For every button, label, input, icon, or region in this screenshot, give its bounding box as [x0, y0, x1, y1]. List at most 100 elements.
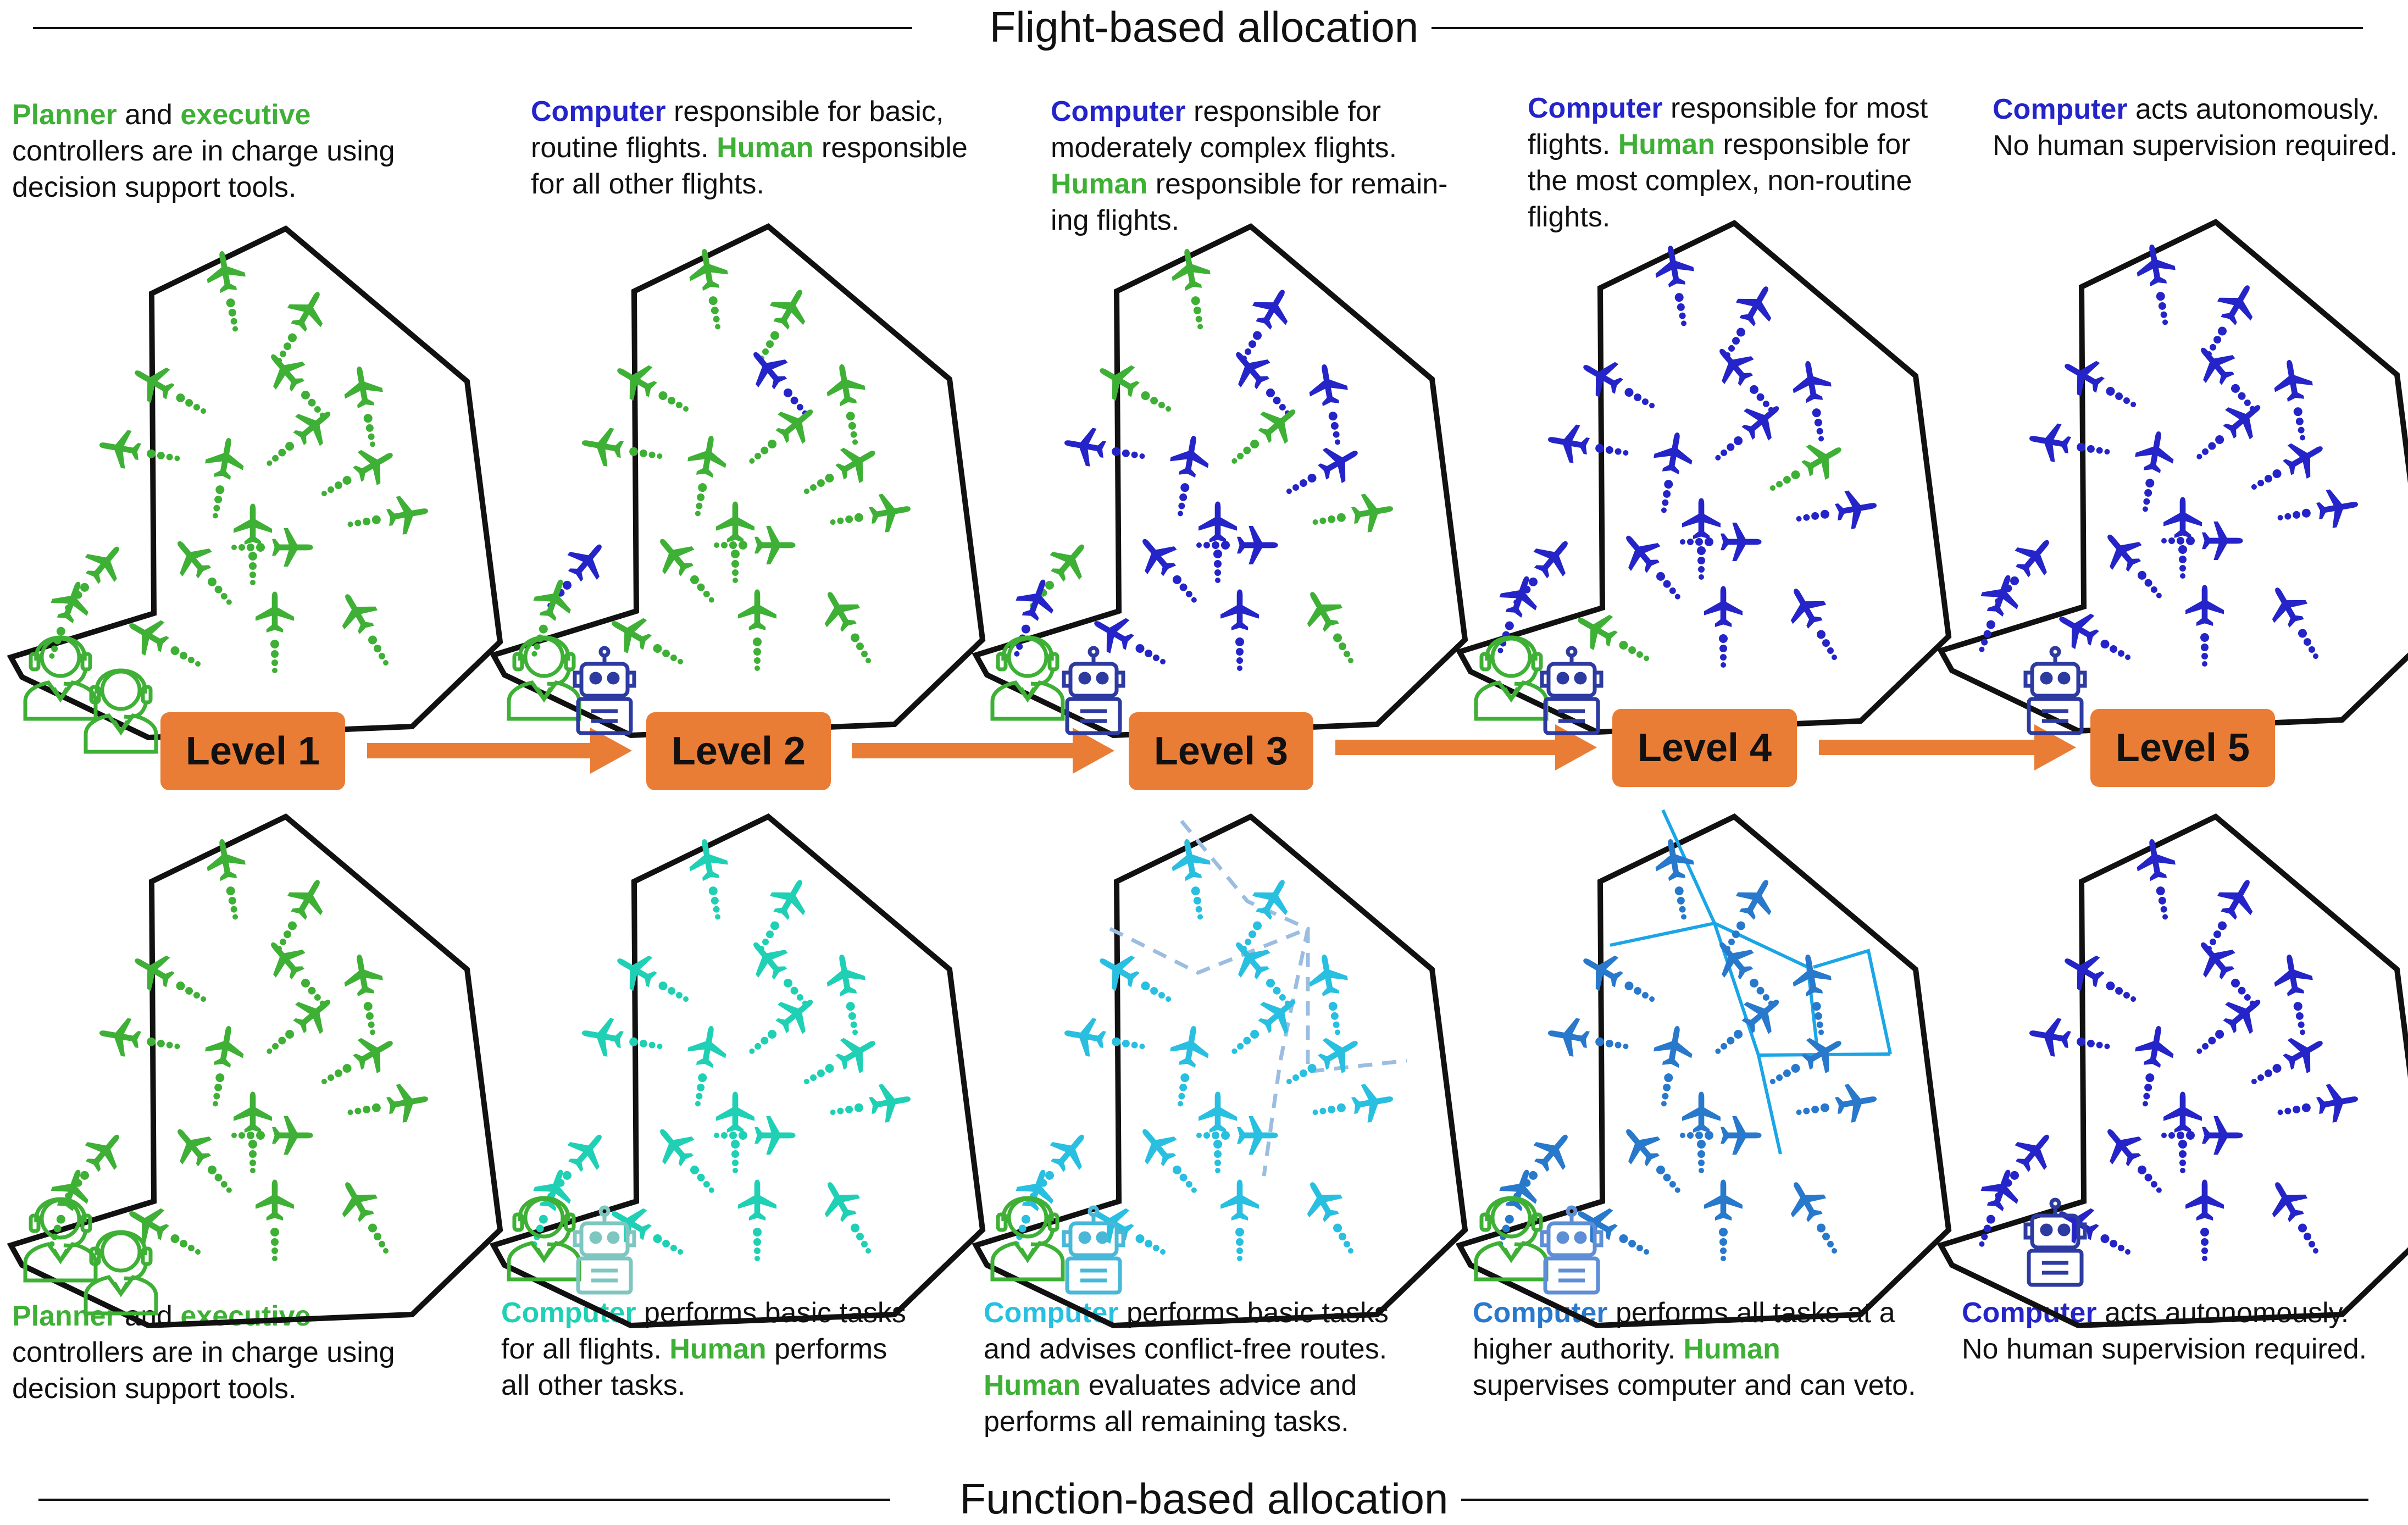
robot-icon-top-4	[1540, 646, 1604, 735]
top5-airplane-icon-4	[2187, 336, 2255, 412]
top3-airplane-icon-10	[1199, 501, 1237, 583]
header-rule-right	[1412, 27, 2363, 29]
bottom1-airplane-icon-9	[321, 1025, 402, 1084]
desc-text: performs all remaining tasks.	[984, 1406, 1349, 1438]
desc-line: routine flights. Human responsible	[531, 130, 1003, 166]
top1-airplane-icon-6	[96, 425, 180, 471]
desc-text: the most complex, non-routine	[1528, 165, 1912, 197]
desc-line: No human supervision required.	[1993, 127, 2408, 164]
bottom1-airplane-icon-7	[203, 1023, 248, 1107]
bottom4-airplane-icon-8	[1715, 985, 1791, 1054]
bottom3-airplane-icon-7	[1168, 1023, 1213, 1107]
desc-line: higher authority. Human	[1473, 1331, 1945, 1367]
desc-text: all other tasks.	[501, 1369, 686, 1401]
bottom5-airplane-icon-7	[2133, 1023, 2178, 1107]
flight-based-title: Flight-based allocation	[976, 3, 1432, 51]
desc-line: and advises conflict-free routes.	[984, 1331, 1456, 1367]
bottom1-airplane-icon-1	[202, 836, 248, 920]
desc-line: Computer responsible for	[1051, 93, 1523, 130]
bottom5-airplane-icon-9	[2251, 1025, 2332, 1084]
bottom4-airplane-icon-6	[1545, 1013, 1629, 1059]
top3-airplane-icon-8	[1231, 395, 1307, 464]
top2-airplane-icon-4	[739, 340, 808, 416]
top3-airplane-icon-12	[1128, 527, 1197, 603]
advisory-route-2	[1109, 927, 1309, 975]
top2-airplane-icon-5	[822, 361, 868, 445]
airspace-bottom-2	[489, 813, 986, 1329]
headset-controller-icon-top-2	[507, 635, 581, 721]
computer-label: Computer	[1993, 93, 2128, 125]
robot-icon-top-2	[573, 646, 636, 735]
desc-text: flights.	[1528, 201, 1611, 233]
bottom3-airplane-icon-16	[1085, 1195, 1166, 1255]
desc-line: Computer responsible for basic,	[531, 93, 1003, 130]
bottom5-airplane-icon-18	[2259, 1173, 2318, 1254]
desc-line: No human supervision required.	[1962, 1331, 2408, 1367]
bottom3-airplane-icon-8	[1231, 985, 1307, 1054]
desc-text: evaluates advice and	[1080, 1369, 1357, 1401]
desc-line: controllers are in charge using	[12, 1334, 485, 1371]
bottom1-airplane-icon-12	[163, 1117, 232, 1193]
bottom5-airplane-icon-11	[1995, 1123, 2063, 1199]
desc-line: moderately complex flights.	[1051, 130, 1523, 166]
bottom4-airplane-icon-16	[1568, 1195, 1650, 1255]
top5-airplane-icon-15	[1977, 568, 2027, 652]
top4-airplane-icon-9	[1769, 431, 1851, 491]
top3-airplane-icon-11	[1030, 533, 1098, 608]
top5-airplane-icon-5	[2270, 357, 2315, 441]
top1-airplane-icon-17	[256, 591, 294, 673]
desc-line: flights. Human responsible for	[1528, 126, 2000, 163]
computer-label: Computer	[1473, 1297, 1608, 1329]
top2-airplane-icon-12	[646, 527, 714, 603]
desc-top-2: Computer responsible for basic,routine f…	[531, 93, 1003, 202]
top1-airplane-icon-14	[347, 491, 431, 537]
bottom4-airplane-icon-9	[1769, 1025, 1851, 1084]
human-label: Human	[1618, 129, 1715, 160]
desc-line: for all other flights.	[531, 166, 1003, 202]
desc-text: and	[116, 99, 181, 131]
top3-airplane-icon-14	[1312, 489, 1396, 535]
advisory-route-1	[1180, 819, 1310, 1177]
bottom2-airplane-icon-10	[716, 1091, 754, 1173]
computer-label: Computer	[531, 96, 666, 127]
bottom4-airplane-icon-5	[1788, 951, 1834, 1035]
arrow-shaft-3	[1335, 740, 1558, 755]
desc-text: for all flights.	[501, 1333, 670, 1365]
human-label: executive	[180, 1300, 311, 1332]
top5-airplane-icon-9	[2251, 430, 2332, 490]
headset-controller-icon-bottom-3	[990, 1196, 1065, 1282]
desc-text: ing flights.	[1051, 204, 1180, 236]
bottom3-airplane-icon-1	[1167, 836, 1213, 920]
computer-label: Computer	[501, 1297, 636, 1329]
bottom2-airplane-icon-16	[602, 1195, 684, 1255]
bottom5-airplane-icon-8	[2196, 985, 2272, 1054]
headset-controller-icon-top-3	[990, 635, 1065, 721]
desc-line: Computer performs all tasks at a	[1473, 1295, 1945, 1331]
bottom5-airplane-icon-13	[2161, 1116, 2243, 1155]
desc-line: decision support tools.	[12, 169, 485, 206]
robot-icon-bottom-3	[1062, 1205, 1125, 1295]
desc-line: Computer responsible for most	[1528, 90, 2000, 126]
top1-airplane-icon-12	[163, 529, 232, 605]
top4-airplane-icon-5	[1788, 358, 1834, 442]
bottom4-airplane-icon-7	[1651, 1023, 1697, 1107]
desc-line: all other tasks.	[501, 1367, 974, 1404]
bottom3-airplane-icon-13	[1196, 1116, 1278, 1155]
desc-text: responsible for	[1185, 96, 1381, 127]
level-1-box: Level 1	[160, 712, 345, 790]
robot-icon-bottom-5	[2023, 1197, 2087, 1287]
bottom5-airplane-icon-17	[2185, 1179, 2224, 1261]
human-label: executive	[180, 99, 311, 131]
robot-icon-top-3	[1062, 646, 1125, 735]
top4-airplane-icon-11	[1513, 529, 1582, 605]
bottom2-airplane-icon-7	[685, 1023, 731, 1107]
bottom4-airplane-icon-14	[1796, 1079, 1880, 1125]
top2-airplane-icon-9	[803, 435, 885, 494]
bottom2-airplane-icon-12	[646, 1117, 714, 1193]
desc-text: decision support tools.	[12, 171, 297, 203]
header-rule-left	[33, 27, 912, 29]
computer-label: Computer	[984, 1297, 1119, 1329]
bottom3-airplane-icon-17	[1220, 1179, 1259, 1261]
